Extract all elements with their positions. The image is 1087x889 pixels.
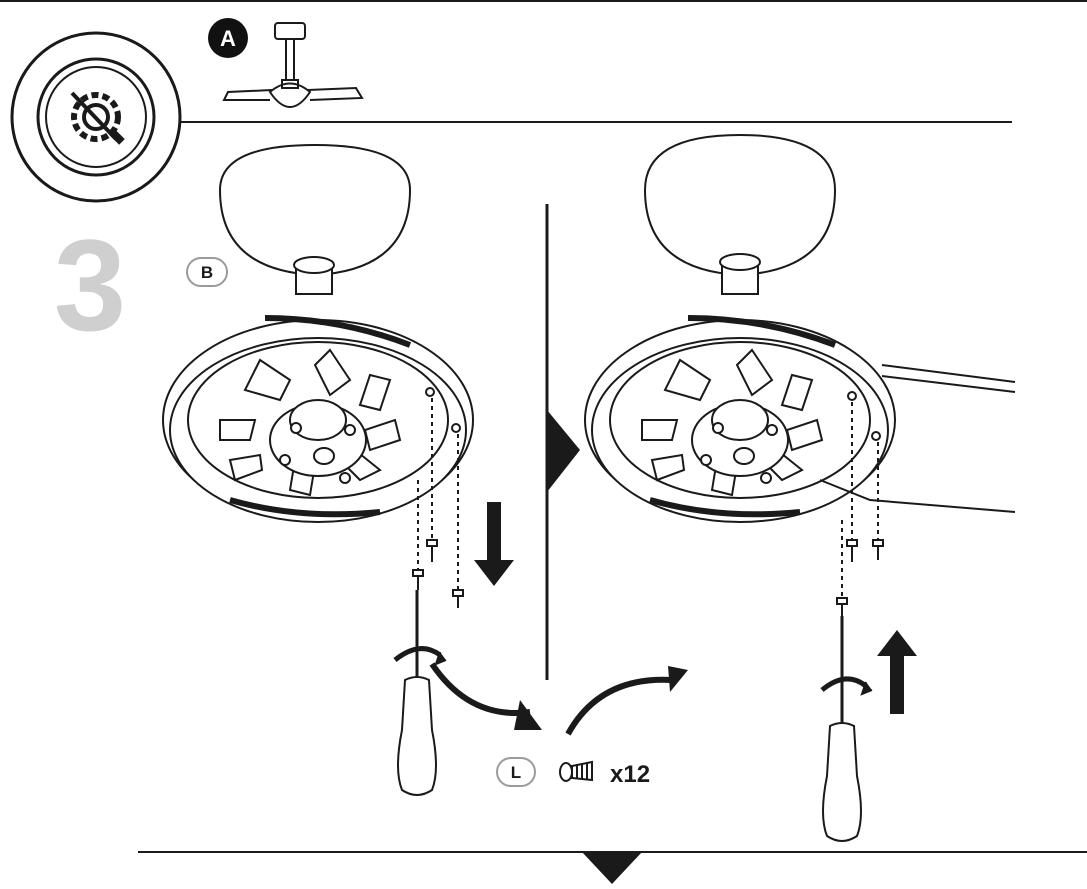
fan-motor-left bbox=[162, 143, 474, 523]
screwdriver-right bbox=[820, 616, 873, 842]
arrow-from-screws bbox=[565, 676, 673, 736]
fan-motor-right bbox=[584, 133, 1016, 523]
step-number: 3 bbox=[54, 212, 126, 358]
part-l-tag: L bbox=[496, 757, 536, 787]
next-step-arrow bbox=[582, 852, 642, 884]
part-l-label: L bbox=[511, 763, 521, 782]
arrow-up bbox=[877, 630, 917, 714]
part-b-tag: B bbox=[186, 257, 228, 287]
divider-arrow bbox=[547, 410, 580, 492]
part-a-label: A bbox=[220, 26, 236, 51]
arrow-down bbox=[474, 502, 514, 586]
screwdriver-left bbox=[393, 590, 447, 796]
screw-count: x12 bbox=[610, 761, 650, 788]
screws-right bbox=[836, 402, 884, 616]
part-b-label: B bbox=[201, 263, 213, 282]
part-a-badge: A bbox=[208, 18, 248, 58]
screw-icon bbox=[559, 760, 593, 782]
gear-screwdriver-icon bbox=[10, 31, 182, 203]
arrow-to-screws bbox=[429, 662, 531, 716]
screws-left bbox=[412, 398, 464, 608]
ceiling-fan-icon bbox=[222, 22, 364, 108]
